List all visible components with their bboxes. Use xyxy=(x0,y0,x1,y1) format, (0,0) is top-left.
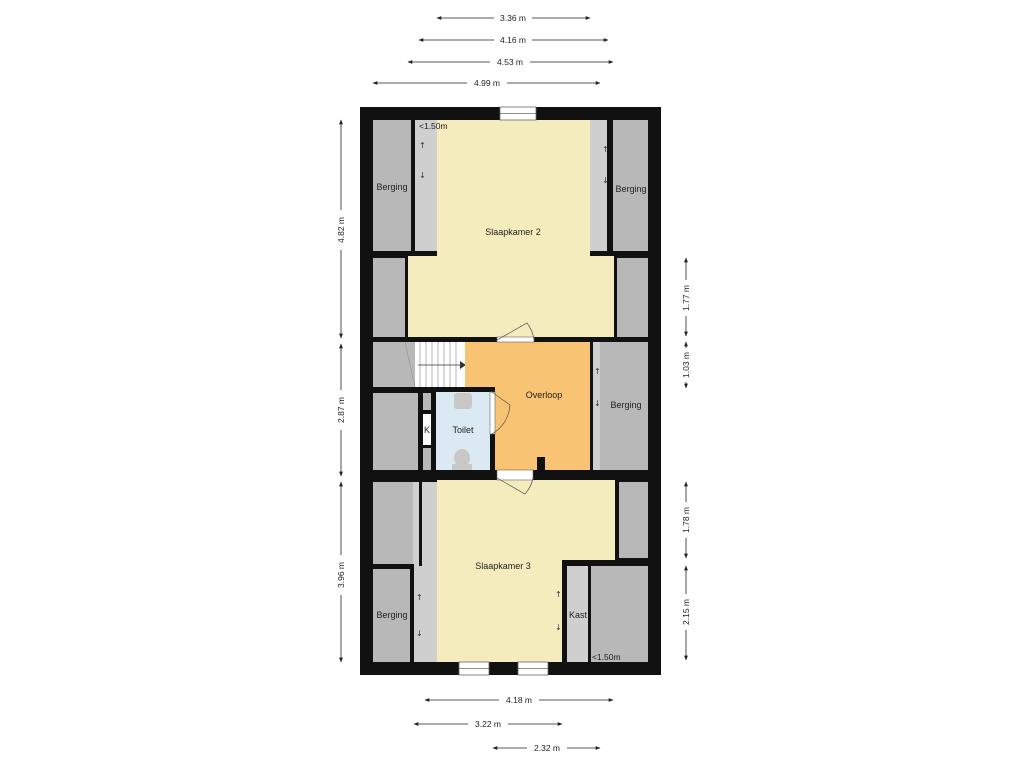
label-berging-mid-right: Berging xyxy=(610,400,641,410)
svg-text:↑: ↑ xyxy=(594,367,601,376)
low-ceiling-right-top xyxy=(590,120,611,251)
low-ceiling-right-mid xyxy=(592,342,600,470)
storage-right-mid xyxy=(617,258,648,337)
toilet-bowl xyxy=(454,449,470,467)
note-low-ceiling-top: <1.50m xyxy=(419,121,448,131)
room-k xyxy=(423,414,431,445)
dim-left-1: 4.82 m xyxy=(336,217,346,243)
dimension-labels-right: 1.77 m 1.03 m 1.78 m 2.15 m xyxy=(680,280,692,630)
stairs xyxy=(415,342,465,387)
door-toilet xyxy=(489,391,511,435)
dim-top-1: 3.36 m xyxy=(500,13,526,23)
room-overloop xyxy=(465,342,590,470)
dim-left-3: 3.96 m xyxy=(336,562,346,588)
label-overloop: Overloop xyxy=(526,390,563,400)
dim-top-2: 4.16 m xyxy=(500,35,526,45)
svg-text:↓: ↓ xyxy=(594,399,601,408)
storage-left-lower xyxy=(373,482,419,564)
label-slaapkamer-2: Slaapkamer 2 xyxy=(485,227,541,237)
closet-arrows: ↑ ↓ ↑ ↓ ↑ ↓ ↑ ↓ ↑ ↓ xyxy=(416,141,609,638)
storage-left-top xyxy=(373,120,413,251)
svg-text:↑: ↑ xyxy=(555,590,562,599)
k-shelf-top xyxy=(423,393,431,411)
label-slaapkamer-3: Slaapkamer 3 xyxy=(475,561,531,571)
room-slaapkamer-3 xyxy=(437,480,615,662)
dimensions-bottom xyxy=(413,698,614,750)
dim-right-1: 1.77 m xyxy=(681,285,691,311)
low-ceiling-left-top xyxy=(415,120,437,251)
k-shelf-bottom xyxy=(423,448,431,470)
storage-right-top xyxy=(613,120,648,251)
door-slaapkamer-2 xyxy=(496,322,535,343)
svg-text:↑: ↑ xyxy=(416,593,423,602)
dimension-labels-bottom: 4.18 m 3.22 m 2.32 m xyxy=(468,694,567,754)
dim-bottom-1: 4.18 m xyxy=(506,695,532,705)
stair-treads xyxy=(404,341,457,388)
note-low-ceiling-bottom: <1.50m xyxy=(592,652,621,662)
dim-right-3: 1.78 m xyxy=(681,507,691,533)
dimension-labels-top: 3.36 m 4.16 m 4.53 m 4.99 m xyxy=(467,12,532,89)
dim-top-4: 4.99 m xyxy=(474,78,500,88)
dim-left-2: 2.87 m xyxy=(336,397,346,423)
svg-text:↓: ↓ xyxy=(555,623,562,632)
label-kast: Kast xyxy=(569,610,588,620)
dim-top-3: 4.53 m xyxy=(497,57,523,67)
dim-bottom-2: 3.22 m xyxy=(475,719,501,729)
label-berging-top-right: Berging xyxy=(615,184,646,194)
label-berging-top-left: Berging xyxy=(376,182,407,192)
dimension-labels-left: 4.82 m 2.87 m 3.96 m xyxy=(335,210,347,595)
room-slaapkamer-2 xyxy=(407,120,615,337)
low-ceiling-left-bottom xyxy=(413,482,437,662)
storage-left-lower-mid xyxy=(373,393,419,470)
svg-text:↑: ↑ xyxy=(419,141,426,150)
storage-left-mid xyxy=(373,258,405,337)
sink xyxy=(454,393,472,409)
label-k: K xyxy=(424,425,430,435)
label-berging-bottom-left: Berging xyxy=(376,610,407,620)
storage-right-lower xyxy=(619,482,648,558)
dim-bottom-3: 2.32 m xyxy=(534,743,560,753)
label-toilet: Toilet xyxy=(452,425,474,435)
storage-right-bottom xyxy=(591,566,648,662)
dimensions-top xyxy=(372,16,614,85)
svg-text:↓: ↓ xyxy=(602,176,609,185)
room-kast xyxy=(567,566,589,662)
svg-text:↑: ↑ xyxy=(602,145,609,154)
dim-right-2: 1.03 m xyxy=(681,352,691,378)
stairs-area xyxy=(373,342,415,387)
storage-right-mid-2 xyxy=(600,342,648,470)
storage-left-bottom xyxy=(373,569,413,662)
svg-text:↓: ↓ xyxy=(416,629,423,638)
door-slaapkamer-3 xyxy=(496,469,534,495)
dim-right-4: 2.15 m xyxy=(681,599,691,625)
svg-text:↓: ↓ xyxy=(419,171,426,180)
